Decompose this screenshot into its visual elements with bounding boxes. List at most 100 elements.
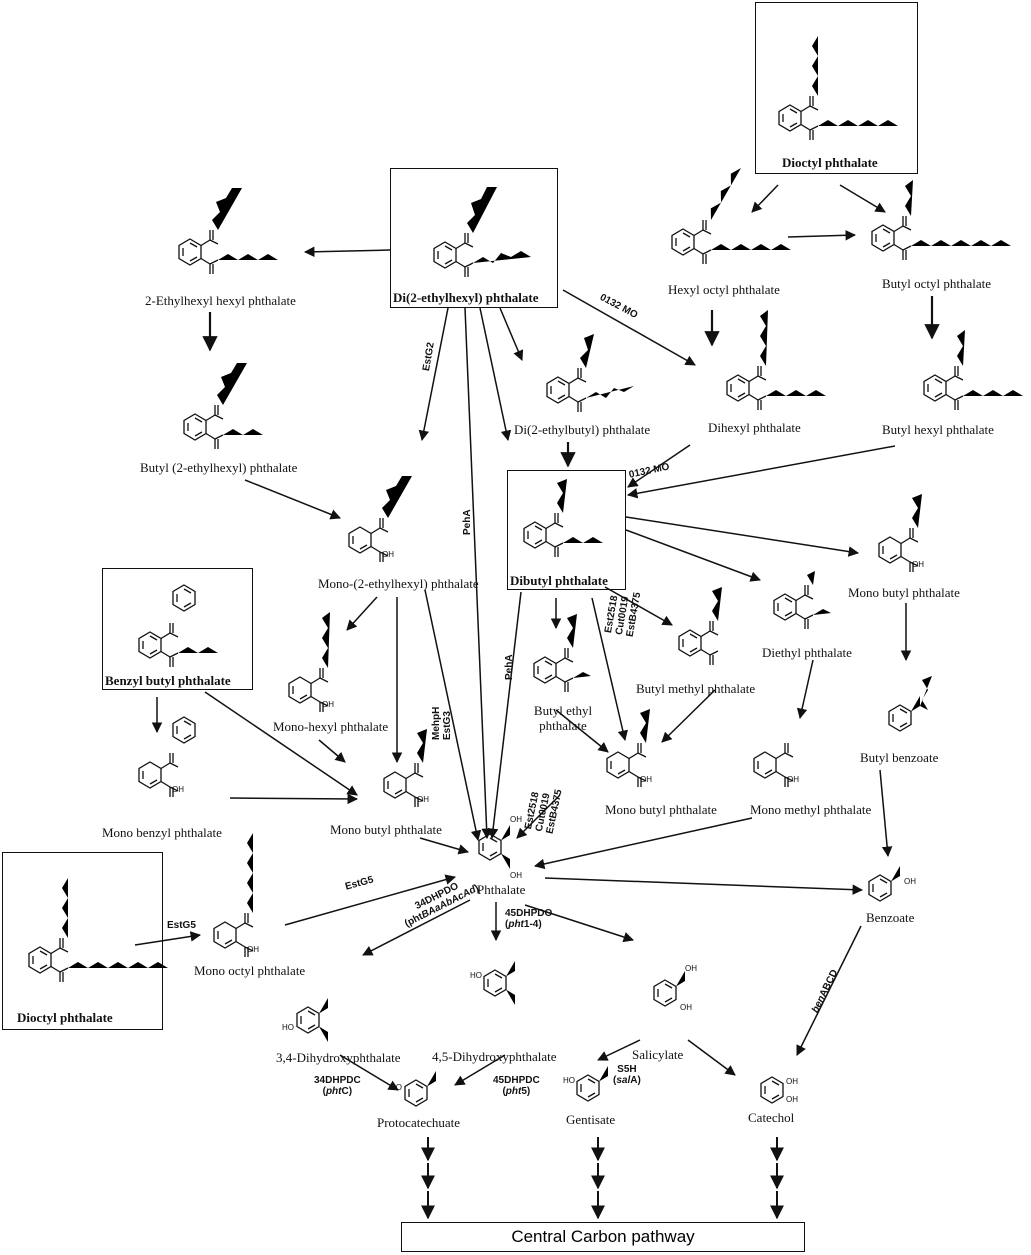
label-mono-methyl: Mono methyl phthalate xyxy=(750,802,872,817)
atom-oh: OH xyxy=(786,1095,798,1104)
label-34dhp: 3,4-Dihydroxyphthalate xyxy=(276,1050,401,1065)
structure-mono-butyl-center xyxy=(606,709,650,788)
enzyme-34dhpdc: 34DHPDC (phtC) xyxy=(314,1075,361,1097)
structure-mono-butyl-right xyxy=(878,494,922,573)
structure-hexyl-octyl xyxy=(671,165,791,265)
gene-text: ( xyxy=(502,1086,506,1097)
structure-dop-bottom xyxy=(28,878,168,983)
enzyme-estg5-b: EstG5 xyxy=(167,920,196,931)
label-catechol: Catechol xyxy=(748,1110,795,1125)
enzyme-45dhpdc-name: 45DHPDC xyxy=(493,1075,540,1086)
structure-mono-octyl xyxy=(213,833,254,958)
gene-text-italic: pht xyxy=(505,1086,522,1097)
enzyme-45dhpdc: 45DHPDC (pht5) xyxy=(493,1075,540,1097)
label-mono-butyl-right: Mono butyl phthalate xyxy=(848,585,960,600)
atom-ho: HO xyxy=(282,1023,294,1032)
label-protocatechuate: Protocatechuate xyxy=(377,1115,461,1130)
label-dioctyl-top: Dioctyl phthalate xyxy=(782,155,878,170)
atom-oh: OH xyxy=(912,560,924,569)
gene-text: 1-4) xyxy=(523,919,542,930)
enzyme-34dhpdc-name: 34DHPDC xyxy=(314,1075,361,1086)
enzyme-peha-b: PehA xyxy=(504,654,515,680)
label-mono-benzyl: Mono benzyl phthalate xyxy=(102,825,222,840)
atom-oh: OH xyxy=(247,945,259,954)
label-di-ethylbutyl: Di(2-ethylbutyl) phthalate xyxy=(514,422,651,437)
label-mono-octyl: Mono octyl phthalate xyxy=(194,963,306,978)
box-dioctyl-top xyxy=(755,2,918,174)
structure-mono-hexyl xyxy=(288,612,330,713)
enzyme-mehph: MehpH xyxy=(431,706,442,740)
enzyme-34dhpdc-gene: (phtC) xyxy=(314,1086,361,1097)
label-mono-butyl-left: Mono butyl phthalate xyxy=(330,822,442,837)
structure-mono-butyl-left xyxy=(383,729,427,808)
label-butyl-octyl: Butyl octyl phthalate xyxy=(882,276,992,291)
atom-ho: HO xyxy=(390,1083,402,1092)
atom-oh: OH xyxy=(417,795,429,804)
atom-oh: OH xyxy=(640,775,652,784)
atom-oh: OH xyxy=(680,1003,692,1012)
atom-oh: OH xyxy=(382,550,394,559)
enzyme-mehph-estg3: MehpH EstG3 xyxy=(431,707,453,740)
structure-mono-benzyl xyxy=(138,716,196,798)
atom-oh: OH xyxy=(510,871,522,880)
label-dihexyl: Dihexyl phthalate xyxy=(708,420,801,435)
structure-dehp xyxy=(433,187,531,278)
atom-oh: OH xyxy=(510,815,522,824)
label-butyl-methyl: Butyl methyl phthalate xyxy=(636,681,756,696)
atom-ho: HO xyxy=(563,1076,575,1085)
atom-oh: OH xyxy=(685,964,697,973)
box-dioctyl-bottom xyxy=(2,852,163,1030)
structure-34dhp xyxy=(296,998,331,1042)
structure-butyl-ethyl xyxy=(533,614,591,693)
label-bbp: Benzyl butyl phthalate xyxy=(105,673,231,688)
box-dbp xyxy=(507,470,626,590)
label-ethylhexyl-hexyl: 2-Ethylhexyl hexyl phthalate xyxy=(145,293,296,308)
structure-di-ethylbutyl xyxy=(546,334,634,413)
enzyme-45dhpdc-gene: (pht5) xyxy=(493,1086,540,1097)
label-hexyl-octyl: Hexyl octyl phthalate xyxy=(668,282,780,297)
enzyme-45dhpdo-name: 45DHPDO xyxy=(505,908,553,919)
structure-catechol xyxy=(760,1076,784,1104)
enzyme-s5h-gene: (salA) xyxy=(613,1075,641,1086)
enzyme-s5h-name: S5H xyxy=(617,1064,637,1075)
label-benzoate: Benzoate xyxy=(866,910,915,925)
structure-butyl-hexyl xyxy=(923,330,1023,411)
central-carbon-pathway: Central Carbon pathway xyxy=(401,1222,805,1252)
structure-butyl-methyl xyxy=(678,587,726,666)
label-phthalate: Phthalate xyxy=(477,882,526,897)
atom-oh: OH xyxy=(322,700,334,709)
box-bbp xyxy=(102,568,253,690)
box-dehp xyxy=(390,168,558,308)
atom-oh: OH xyxy=(787,775,799,784)
structure-dbp xyxy=(523,479,603,558)
gene-text-italic: sal xyxy=(616,1075,631,1086)
label-mono-hexyl: Mono-hexyl phthalate xyxy=(273,719,389,734)
gene-text-italic: pht xyxy=(325,1086,342,1097)
atom-oh: OH xyxy=(904,877,916,886)
label-dbp: Dibutyl phthalate xyxy=(510,573,608,588)
structure-45dhp xyxy=(483,961,518,1005)
structure-butyl-benzoate xyxy=(888,676,932,732)
enzyme-s5h: S5H (salA) xyxy=(613,1064,641,1086)
gene-text: A) xyxy=(630,1075,641,1086)
label-dioctyl-bottom: Dioctyl phthalate xyxy=(17,1010,113,1025)
atom-ho: HO xyxy=(470,971,482,980)
enzyme-peha-a: PehA xyxy=(462,509,473,535)
label-butyl-hexyl: Butyl hexyl phthalate xyxy=(882,422,994,437)
label-mono-butyl-center: Mono butyl phthalate xyxy=(605,802,717,817)
label-salicylate: Salicylate xyxy=(632,1047,684,1062)
structure-salicylate xyxy=(653,971,688,1007)
enzyme-45dhpdo: 45DHPDO (pht1-4) xyxy=(505,908,552,930)
enzyme-estg3: EstG3 xyxy=(442,711,453,740)
label-diethyl: Diethyl phthalate xyxy=(762,645,852,660)
atom-oh: OH xyxy=(786,1077,798,1086)
label-butyl-ethylhexyl: Butyl (2-ethylhexyl) phthalate xyxy=(140,460,298,475)
structure-dihexyl xyxy=(726,310,826,411)
structure-protocatechuate xyxy=(404,1071,439,1107)
pathway-arrows xyxy=(134,184,940,1091)
structure-butyl-octyl xyxy=(871,180,1011,261)
label-butyl-benzoate: Butyl benzoate xyxy=(860,750,939,765)
structure-diethyl xyxy=(773,571,831,630)
structure-benzoate xyxy=(868,866,908,902)
